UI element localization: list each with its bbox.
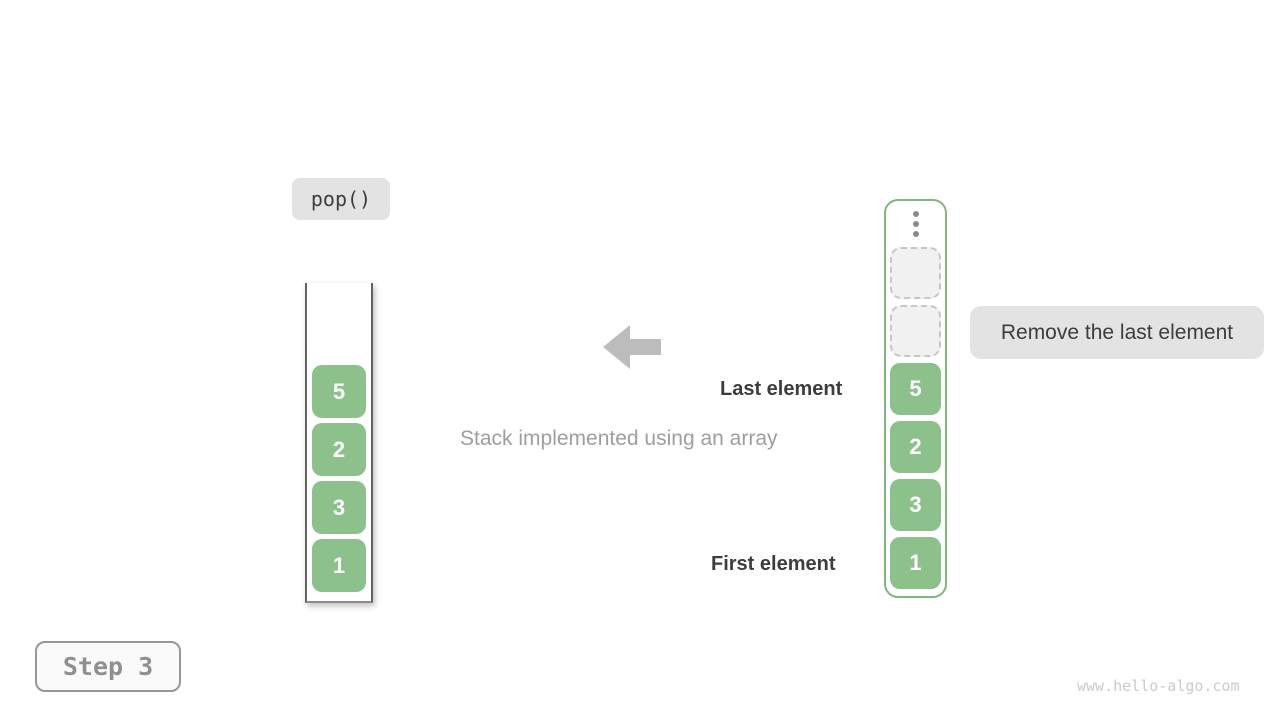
ellipsis-dot: [912, 231, 919, 237]
stack-cell: 5: [312, 365, 366, 418]
array-container: 5 2 3 1: [884, 199, 947, 598]
empty-array-slot: [890, 247, 941, 299]
ellipsis-dot: [912, 221, 919, 227]
last-element-label: Last element: [720, 378, 843, 400]
pop-operation-label: pop(): [292, 178, 390, 220]
remove-annotation: Remove the last element: [970, 306, 1264, 359]
watermark: www.hello-algo.com: [1077, 677, 1240, 695]
ellipsis-dot: [912, 211, 919, 217]
array-cell: 1: [890, 537, 941, 589]
array-cell: 5: [890, 363, 941, 415]
stack-cell: 1: [312, 539, 366, 592]
stack-container: 5 2 3 1: [305, 283, 373, 603]
step-badge: Step 3: [35, 641, 181, 692]
stack-cell: 3: [312, 481, 366, 534]
vertical-dots-icon: [890, 211, 941, 237]
array-cell: 2: [890, 421, 941, 473]
stack-cell: 2: [312, 423, 366, 476]
empty-array-slot: [890, 305, 941, 357]
diagram-caption: Stack implemented using an array: [460, 427, 778, 450]
array-cell: 3: [890, 479, 941, 531]
left-arrow-icon: [603, 325, 661, 369]
first-element-label: First element: [711, 553, 836, 575]
